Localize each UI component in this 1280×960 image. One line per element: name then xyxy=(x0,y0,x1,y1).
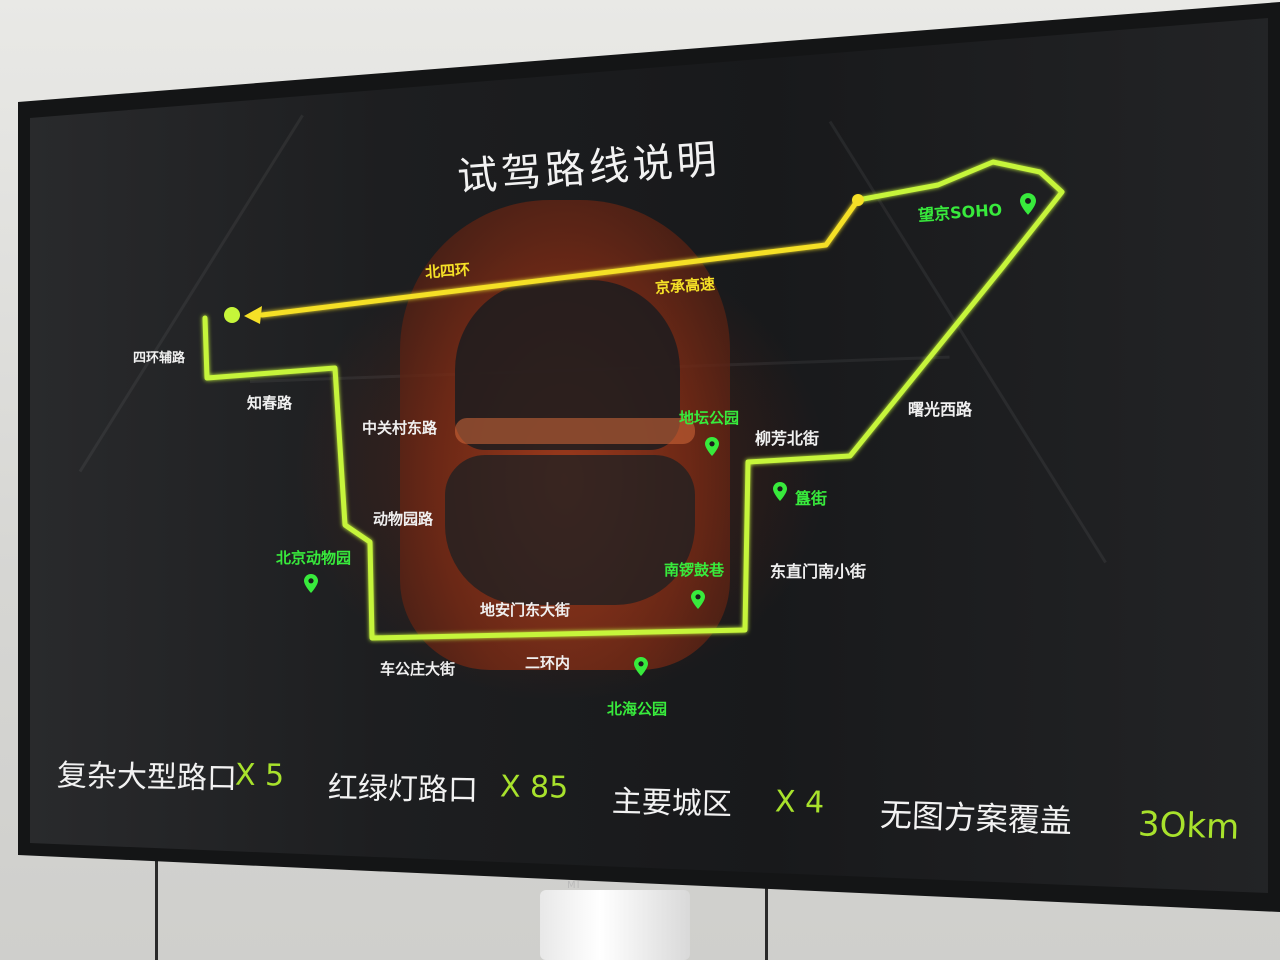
route-junction-dot xyxy=(852,194,864,206)
landmark-label: 北京动物园 xyxy=(276,549,352,567)
monitor-stand xyxy=(540,890,690,960)
cable xyxy=(155,860,158,960)
stat-value: X 4 xyxy=(774,784,825,821)
landmark-label: 北海公园 xyxy=(607,700,668,718)
route-yellow-segment xyxy=(259,197,861,318)
map-pin-icon xyxy=(304,574,318,593)
road-label: 车公庄大街 xyxy=(380,660,456,678)
stat-label: 复杂大型路口 xyxy=(56,758,238,797)
road-label: 四环辅路 xyxy=(133,351,186,366)
monitor-brand-logo: MI xyxy=(567,880,581,891)
landmark-label: 簋街 xyxy=(795,489,828,508)
road-label: 地安门东大街 xyxy=(480,601,571,619)
stat-label: 无图方案覆盖 xyxy=(879,795,1073,841)
road-label: 二环内 xyxy=(525,654,571,672)
road-label: 东直门南小街 xyxy=(770,562,867,581)
map-pin-icon xyxy=(773,482,787,501)
stat-value: X 5 xyxy=(234,757,285,794)
car-tail-light xyxy=(455,418,695,444)
stat-value: X 85 xyxy=(499,769,569,806)
road-label: 动物园路 xyxy=(373,510,434,528)
road-label: 知春路 xyxy=(247,394,293,412)
cable xyxy=(765,880,768,960)
route-start-dot xyxy=(224,307,240,323)
stat-value: 3Okm xyxy=(1137,804,1240,848)
route-green-segment xyxy=(202,159,1065,641)
map-pin-icon xyxy=(634,657,648,676)
map-pin-icon xyxy=(691,590,705,609)
car-tailgate xyxy=(445,455,695,605)
landmark-label: 地坛公园 xyxy=(679,409,740,427)
road-label: 曙光西路 xyxy=(908,400,973,419)
landmark-label: 南锣鼓巷 xyxy=(664,561,725,579)
road-label: 中关村东路 xyxy=(362,419,438,437)
stat-label: 红绿灯路口 xyxy=(327,770,479,809)
road-label: 柳芳北街 xyxy=(755,429,820,448)
stat-label: 主要城区 xyxy=(611,784,733,823)
route-arrow-head xyxy=(244,306,262,324)
road-label: 北四环 xyxy=(424,260,471,282)
map-pin-icon xyxy=(1020,193,1036,215)
map-pin-icon xyxy=(705,437,719,456)
road-label: 京承高速 xyxy=(654,274,716,298)
